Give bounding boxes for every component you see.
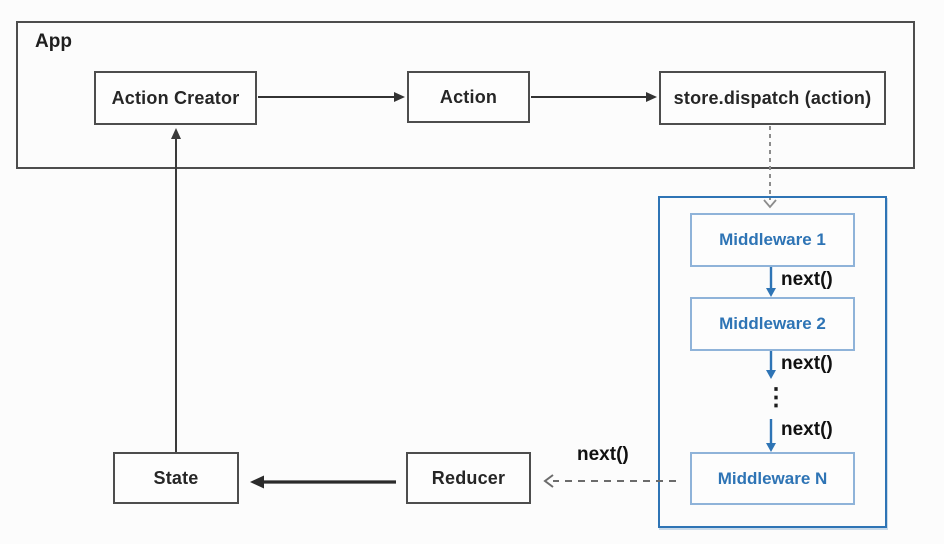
action-creator-box: Action Creator bbox=[94, 71, 257, 125]
arrow-state-to-action-creator bbox=[171, 128, 181, 452]
store-dispatch-box: store.dispatch (action) bbox=[659, 71, 886, 125]
next-label-2: next() bbox=[781, 353, 833, 374]
middleware-1-box: Middleware 1 bbox=[690, 213, 855, 267]
next-label-3: next() bbox=[781, 419, 833, 440]
next-label-reducer: next() bbox=[577, 444, 629, 465]
middleware-n-box: Middleware N bbox=[690, 452, 855, 505]
state-box: State bbox=[113, 452, 239, 504]
next-label-1: next() bbox=[781, 269, 833, 290]
dashed-arrow-middlewareN-to-reducer bbox=[543, 474, 676, 488]
middleware-container bbox=[658, 196, 887, 528]
arrow-reducer-to-state bbox=[250, 475, 396, 489]
app-container-label: App bbox=[35, 31, 72, 52]
app-container: App bbox=[16, 21, 915, 169]
vertical-ellipsis: ⋮ bbox=[764, 384, 788, 411]
middleware-2-box: Middleware 2 bbox=[690, 297, 855, 351]
reducer-box: Reducer bbox=[406, 452, 531, 504]
action-box: Action bbox=[407, 71, 530, 123]
